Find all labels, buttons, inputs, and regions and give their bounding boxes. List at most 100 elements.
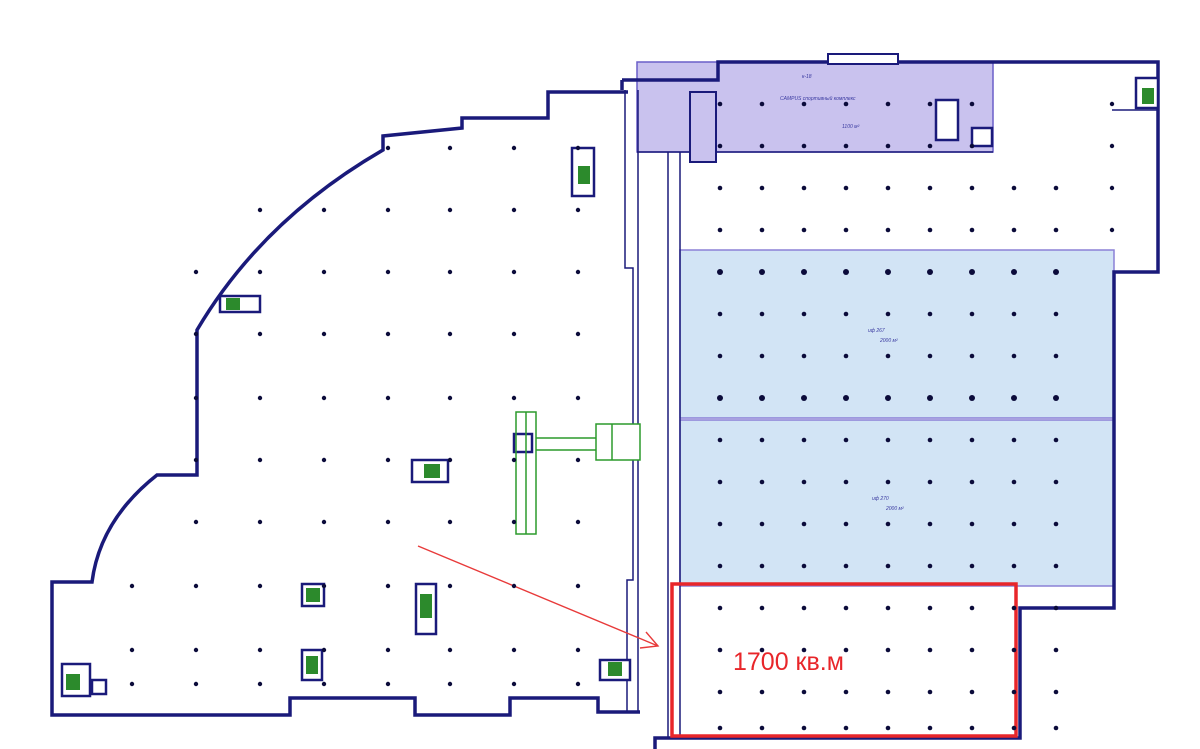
- column: [511, 681, 517, 687]
- column: [575, 681, 581, 687]
- column: [885, 563, 891, 569]
- cores: [60, 76, 1160, 698]
- column: [129, 647, 135, 653]
- column: [1011, 227, 1017, 233]
- column: [717, 395, 723, 401]
- column: [801, 725, 807, 731]
- column: [927, 143, 933, 149]
- column: [385, 331, 391, 337]
- column: [759, 479, 765, 485]
- column: [511, 583, 517, 589]
- column-grid: [129, 101, 1115, 731]
- column: [257, 395, 263, 401]
- column: [385, 457, 391, 463]
- column: [1011, 521, 1017, 527]
- highlight-area-outline[interactable]: [670, 582, 1018, 738]
- column: [801, 479, 807, 485]
- column: [927, 269, 933, 275]
- column: [1011, 725, 1017, 731]
- column: [1053, 227, 1059, 233]
- column: [801, 521, 807, 527]
- column: [575, 519, 581, 525]
- column: [927, 395, 933, 401]
- column: [969, 479, 975, 485]
- column: [759, 269, 765, 275]
- column: [1011, 605, 1017, 611]
- column: [969, 143, 975, 149]
- column: [717, 311, 723, 317]
- column: [575, 269, 581, 275]
- column: [801, 395, 807, 401]
- campus-code: к-18: [802, 74, 812, 80]
- column: [193, 269, 199, 275]
- column: [717, 353, 723, 359]
- column: [969, 647, 975, 653]
- column: [843, 479, 849, 485]
- column: [385, 519, 391, 525]
- column: [321, 395, 327, 401]
- column: [321, 519, 327, 525]
- column: [321, 681, 327, 687]
- zone-lower[interactable]: [679, 419, 1115, 587]
- column: [1053, 689, 1059, 695]
- column: [759, 563, 765, 569]
- column: [321, 331, 327, 337]
- column: [843, 725, 849, 731]
- column: [1053, 563, 1059, 569]
- column: [717, 101, 723, 107]
- column: [1053, 725, 1059, 731]
- column: [759, 647, 765, 653]
- column: [257, 583, 263, 589]
- column: [717, 437, 723, 443]
- column: [801, 311, 807, 317]
- column: [1011, 563, 1017, 569]
- column: [801, 101, 807, 107]
- column: [385, 145, 391, 151]
- column: [1053, 605, 1059, 611]
- column: [927, 725, 933, 731]
- column: [843, 605, 849, 611]
- column: [969, 353, 975, 359]
- column: [927, 521, 933, 527]
- column: [1053, 437, 1059, 443]
- column: [759, 311, 765, 317]
- column: [843, 563, 849, 569]
- column: [843, 647, 849, 653]
- column: [1053, 311, 1059, 317]
- column: [1011, 353, 1017, 359]
- column: [321, 207, 327, 213]
- zone-upper-area: 2000 м²: [879, 338, 898, 344]
- column: [717, 521, 723, 527]
- column: [843, 143, 849, 149]
- column: [511, 331, 517, 337]
- column: [385, 647, 391, 653]
- column: [927, 437, 933, 443]
- zone-upper[interactable]: [679, 249, 1115, 419]
- pointer-arrow: [417, 545, 659, 647]
- column: [759, 689, 765, 695]
- column: [969, 605, 975, 611]
- column: [511, 269, 517, 275]
- column: [257, 681, 263, 687]
- column: [511, 457, 517, 463]
- column: [969, 563, 975, 569]
- column: [447, 331, 453, 337]
- column: [193, 331, 199, 337]
- column: [1011, 311, 1017, 317]
- column: [717, 563, 723, 569]
- column: [717, 689, 723, 695]
- column: [1109, 143, 1115, 149]
- column: [885, 605, 891, 611]
- column: [885, 479, 891, 485]
- column: [843, 689, 849, 695]
- column: [969, 725, 975, 731]
- column: [927, 101, 933, 107]
- roof-element: [827, 53, 899, 65]
- column: [321, 647, 327, 653]
- column: [321, 269, 327, 275]
- column: [801, 353, 807, 359]
- column: [447, 269, 453, 275]
- column: [575, 583, 581, 589]
- column: [927, 185, 933, 191]
- column: [1011, 185, 1017, 191]
